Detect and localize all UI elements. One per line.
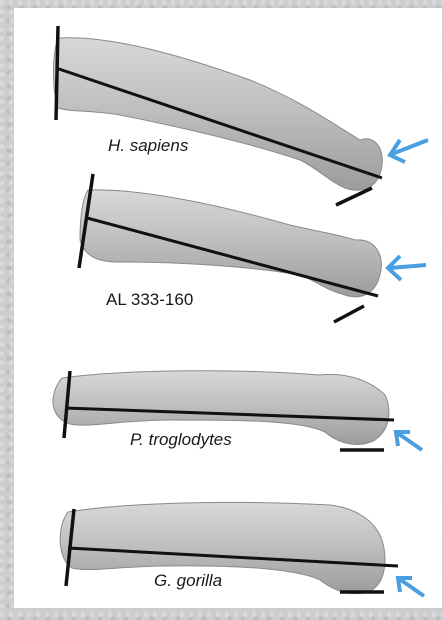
label-p-troglodytes: P. troglodytes xyxy=(130,430,232,450)
tangent-line-al-333-160 xyxy=(334,306,364,322)
arrow-p-troglodytes xyxy=(396,432,422,450)
base-line-h-sapiens xyxy=(56,26,58,120)
label-g-gorilla: G. gorilla xyxy=(154,571,222,591)
arrow-al-333-160 xyxy=(388,256,426,280)
label-h-sapiens: H. sapiens xyxy=(108,136,188,156)
arrow-h-sapiens xyxy=(390,140,428,162)
bone-h-sapiens xyxy=(54,38,383,191)
bone-al-333-160 xyxy=(80,190,381,297)
label-al-333-160: AL 333-160 xyxy=(106,290,193,310)
arrow-g-gorilla xyxy=(398,578,424,596)
bone-g-gorilla xyxy=(60,502,385,593)
